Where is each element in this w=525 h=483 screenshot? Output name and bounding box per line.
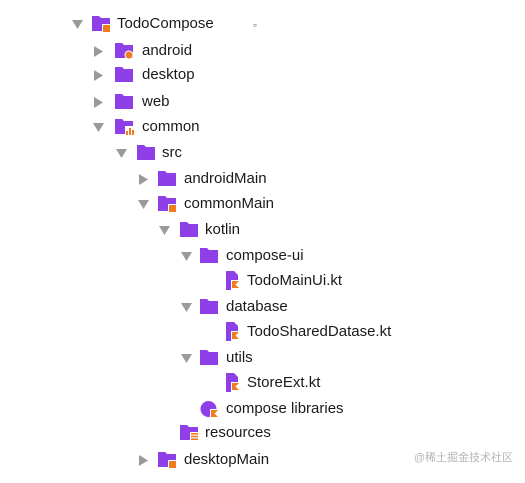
chevron-down-icon[interactable]	[115, 147, 127, 159]
chevron-right-icon[interactable]	[137, 173, 149, 185]
tree-node-androidmain[interactable]: androidMain	[0, 168, 525, 190]
chevron-down-icon[interactable]	[71, 18, 83, 30]
folder-icon	[137, 144, 156, 166]
chevron-down-icon[interactable]	[137, 198, 149, 210]
chevron-down-icon[interactable]	[158, 224, 170, 236]
folder-icon	[115, 93, 134, 115]
tree-node-web[interactable]: web	[0, 91, 525, 113]
tree-label-androidmain: androidMain	[184, 170, 267, 187]
folder-icon	[200, 247, 219, 269]
tree-node-resources[interactable]: resources	[0, 422, 525, 444]
tree-node-database[interactable]: database	[0, 296, 525, 318]
tree-label-resources: resources	[205, 424, 271, 441]
tree-label-database: database	[226, 298, 288, 315]
folder-icon	[200, 298, 219, 320]
tree-node-todocompose[interactable]: TodoCompose ◦	[0, 13, 525, 35]
tree-label-compose-ui: compose-ui	[226, 247, 304, 264]
chevron-right-icon[interactable]	[92, 96, 104, 108]
chevron-right-icon[interactable]	[92, 69, 104, 81]
folder-icon	[158, 170, 177, 192]
tree-node-todoshareddatase[interactable]: TodoSharedDatase.kt	[0, 321, 525, 343]
tree-label-kotlin: kotlin	[205, 221, 241, 238]
tree-node-src[interactable]: src	[0, 142, 525, 164]
chevron-down-icon[interactable]	[180, 250, 192, 262]
tree-node-utils[interactable]: utils	[0, 347, 525, 369]
tree-label-todoshareddatase: TodoSharedDatase.kt	[247, 323, 392, 340]
folder-icon	[115, 66, 134, 88]
tree-label-todocompose: TodoCompose	[117, 15, 214, 32]
kotlin-file-icon	[224, 271, 240, 295]
tree-node-common[interactable]: common	[0, 116, 525, 138]
tree-node-compose-libraries[interactable]: compose libraries	[0, 398, 525, 420]
tree-node-storeext[interactable]: StoreExt.kt	[0, 372, 525, 394]
chevron-right-icon[interactable]	[137, 454, 149, 466]
shared-module-folder-icon	[115, 118, 134, 140]
tree-label-src: src	[162, 144, 182, 161]
tree-node-android[interactable]: android	[0, 40, 525, 62]
tree-label-desktopmain: desktopMain	[184, 451, 270, 468]
tree-node-commonmain[interactable]: commonMain	[0, 193, 525, 215]
tree-label-common: common	[142, 118, 200, 135]
tree-label-desktop: desktop	[142, 66, 195, 83]
tree-node-desktop[interactable]: desktop	[0, 64, 525, 86]
resources-folder-icon	[180, 424, 199, 446]
chevron-right-icon[interactable]	[92, 45, 104, 57]
tree-label-todomainui: TodoMainUi.kt	[247, 272, 343, 289]
tree-label-utils: utils	[226, 349, 253, 366]
tree-node-todomainui[interactable]: TodoMainUi.kt	[0, 270, 525, 292]
kotlin-file-icon	[224, 373, 240, 397]
compose-libraries-icon	[200, 400, 219, 423]
chevron-down-icon[interactable]	[180, 301, 192, 313]
folder-icon	[180, 221, 199, 243]
tree-label-storeext: StoreExt.kt	[247, 374, 321, 391]
chevron-down-icon[interactable]	[180, 352, 192, 364]
tree-label-web: web	[142, 93, 170, 110]
android-module-folder-icon	[115, 42, 134, 64]
separator-dot: ◦	[253, 18, 258, 32]
kotlin-file-icon	[224, 322, 240, 346]
tree-label-android: android	[142, 42, 193, 59]
watermark: @稀土掘金技术社区	[413, 452, 513, 464]
module-folder-icon	[92, 15, 111, 37]
source-root-folder-icon	[158, 451, 177, 473]
tree-node-desktopmain[interactable]: desktopMain	[0, 449, 525, 471]
tree-node-compose-ui[interactable]: compose-ui	[0, 245, 525, 267]
folder-icon	[200, 349, 219, 371]
tree-label-compose-libraries: compose libraries	[226, 400, 344, 417]
tree-label-commonmain: commonMain	[184, 195, 275, 212]
tree-node-kotlin[interactable]: kotlin	[0, 219, 525, 241]
source-root-folder-icon	[158, 195, 177, 217]
chevron-down-icon[interactable]	[92, 121, 104, 133]
